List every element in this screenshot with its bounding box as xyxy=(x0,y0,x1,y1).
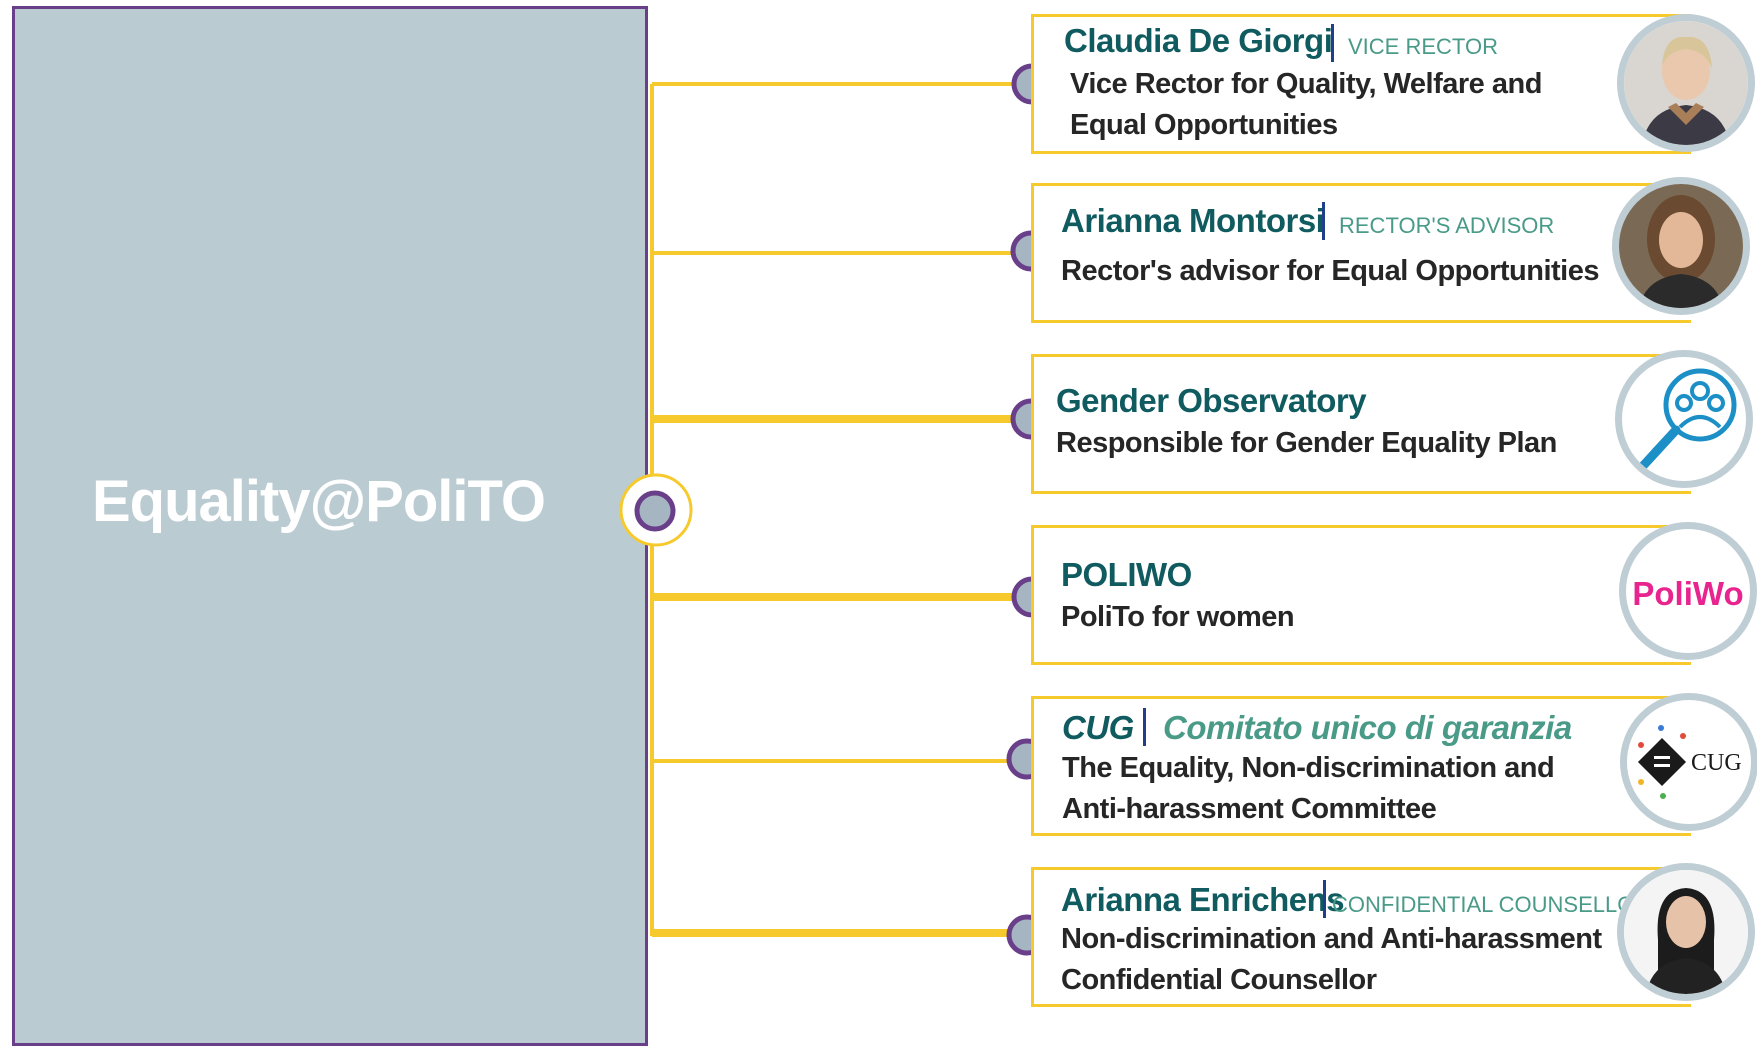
card-confidential-counsellor xyxy=(1031,867,1691,1007)
card-description: Responsible for Gender Equality Plan xyxy=(1056,427,1557,459)
cug-logo-text: CUG xyxy=(1691,750,1742,776)
card-name: POLIWO xyxy=(1061,556,1192,593)
person-photo-icon xyxy=(1617,863,1755,1001)
separator xyxy=(1323,880,1326,918)
magnifier-people-icon xyxy=(1615,350,1753,488)
card-name: CUG xyxy=(1062,709,1134,746)
card-role: Comitato unico di garanzia xyxy=(1163,709,1572,746)
card-name: Gender Observatory xyxy=(1056,382,1367,419)
card-name: Claudia De Giorgi xyxy=(1064,22,1333,59)
card-role: CONFIDENTIAL COUNSELLOR xyxy=(1332,892,1651,917)
separator xyxy=(1143,708,1146,746)
cug-logo: CUG xyxy=(1620,693,1757,831)
card-cug xyxy=(1031,696,1691,836)
poliwo-logo: PoliWo xyxy=(1619,522,1757,660)
poliwo-logo-text: PoliWo xyxy=(1632,575,1744,612)
card-name: Arianna Enrichens xyxy=(1061,881,1345,918)
person-photo-icon xyxy=(1617,14,1755,152)
separator xyxy=(1331,24,1334,62)
card-role: VICE RECTOR xyxy=(1348,34,1498,59)
card-gender-observatory xyxy=(1031,354,1691,494)
hub-node xyxy=(634,490,676,532)
card-poliwo xyxy=(1031,525,1691,665)
card-description: PoliTo for women xyxy=(1061,601,1295,633)
main-title: Equality@PoliTO xyxy=(92,469,546,534)
person-photo-icon xyxy=(1612,177,1750,315)
card-description: Rector's advisor for Equal Opportunities xyxy=(1061,255,1599,287)
card-rector-advisor xyxy=(1031,183,1691,323)
card-vice-rector xyxy=(1031,14,1691,154)
card-name: Arianna Montorsi xyxy=(1061,202,1325,239)
card-role: RECTOR'S ADVISOR xyxy=(1339,213,1555,238)
separator xyxy=(1322,202,1325,240)
main-panel xyxy=(12,6,648,1046)
